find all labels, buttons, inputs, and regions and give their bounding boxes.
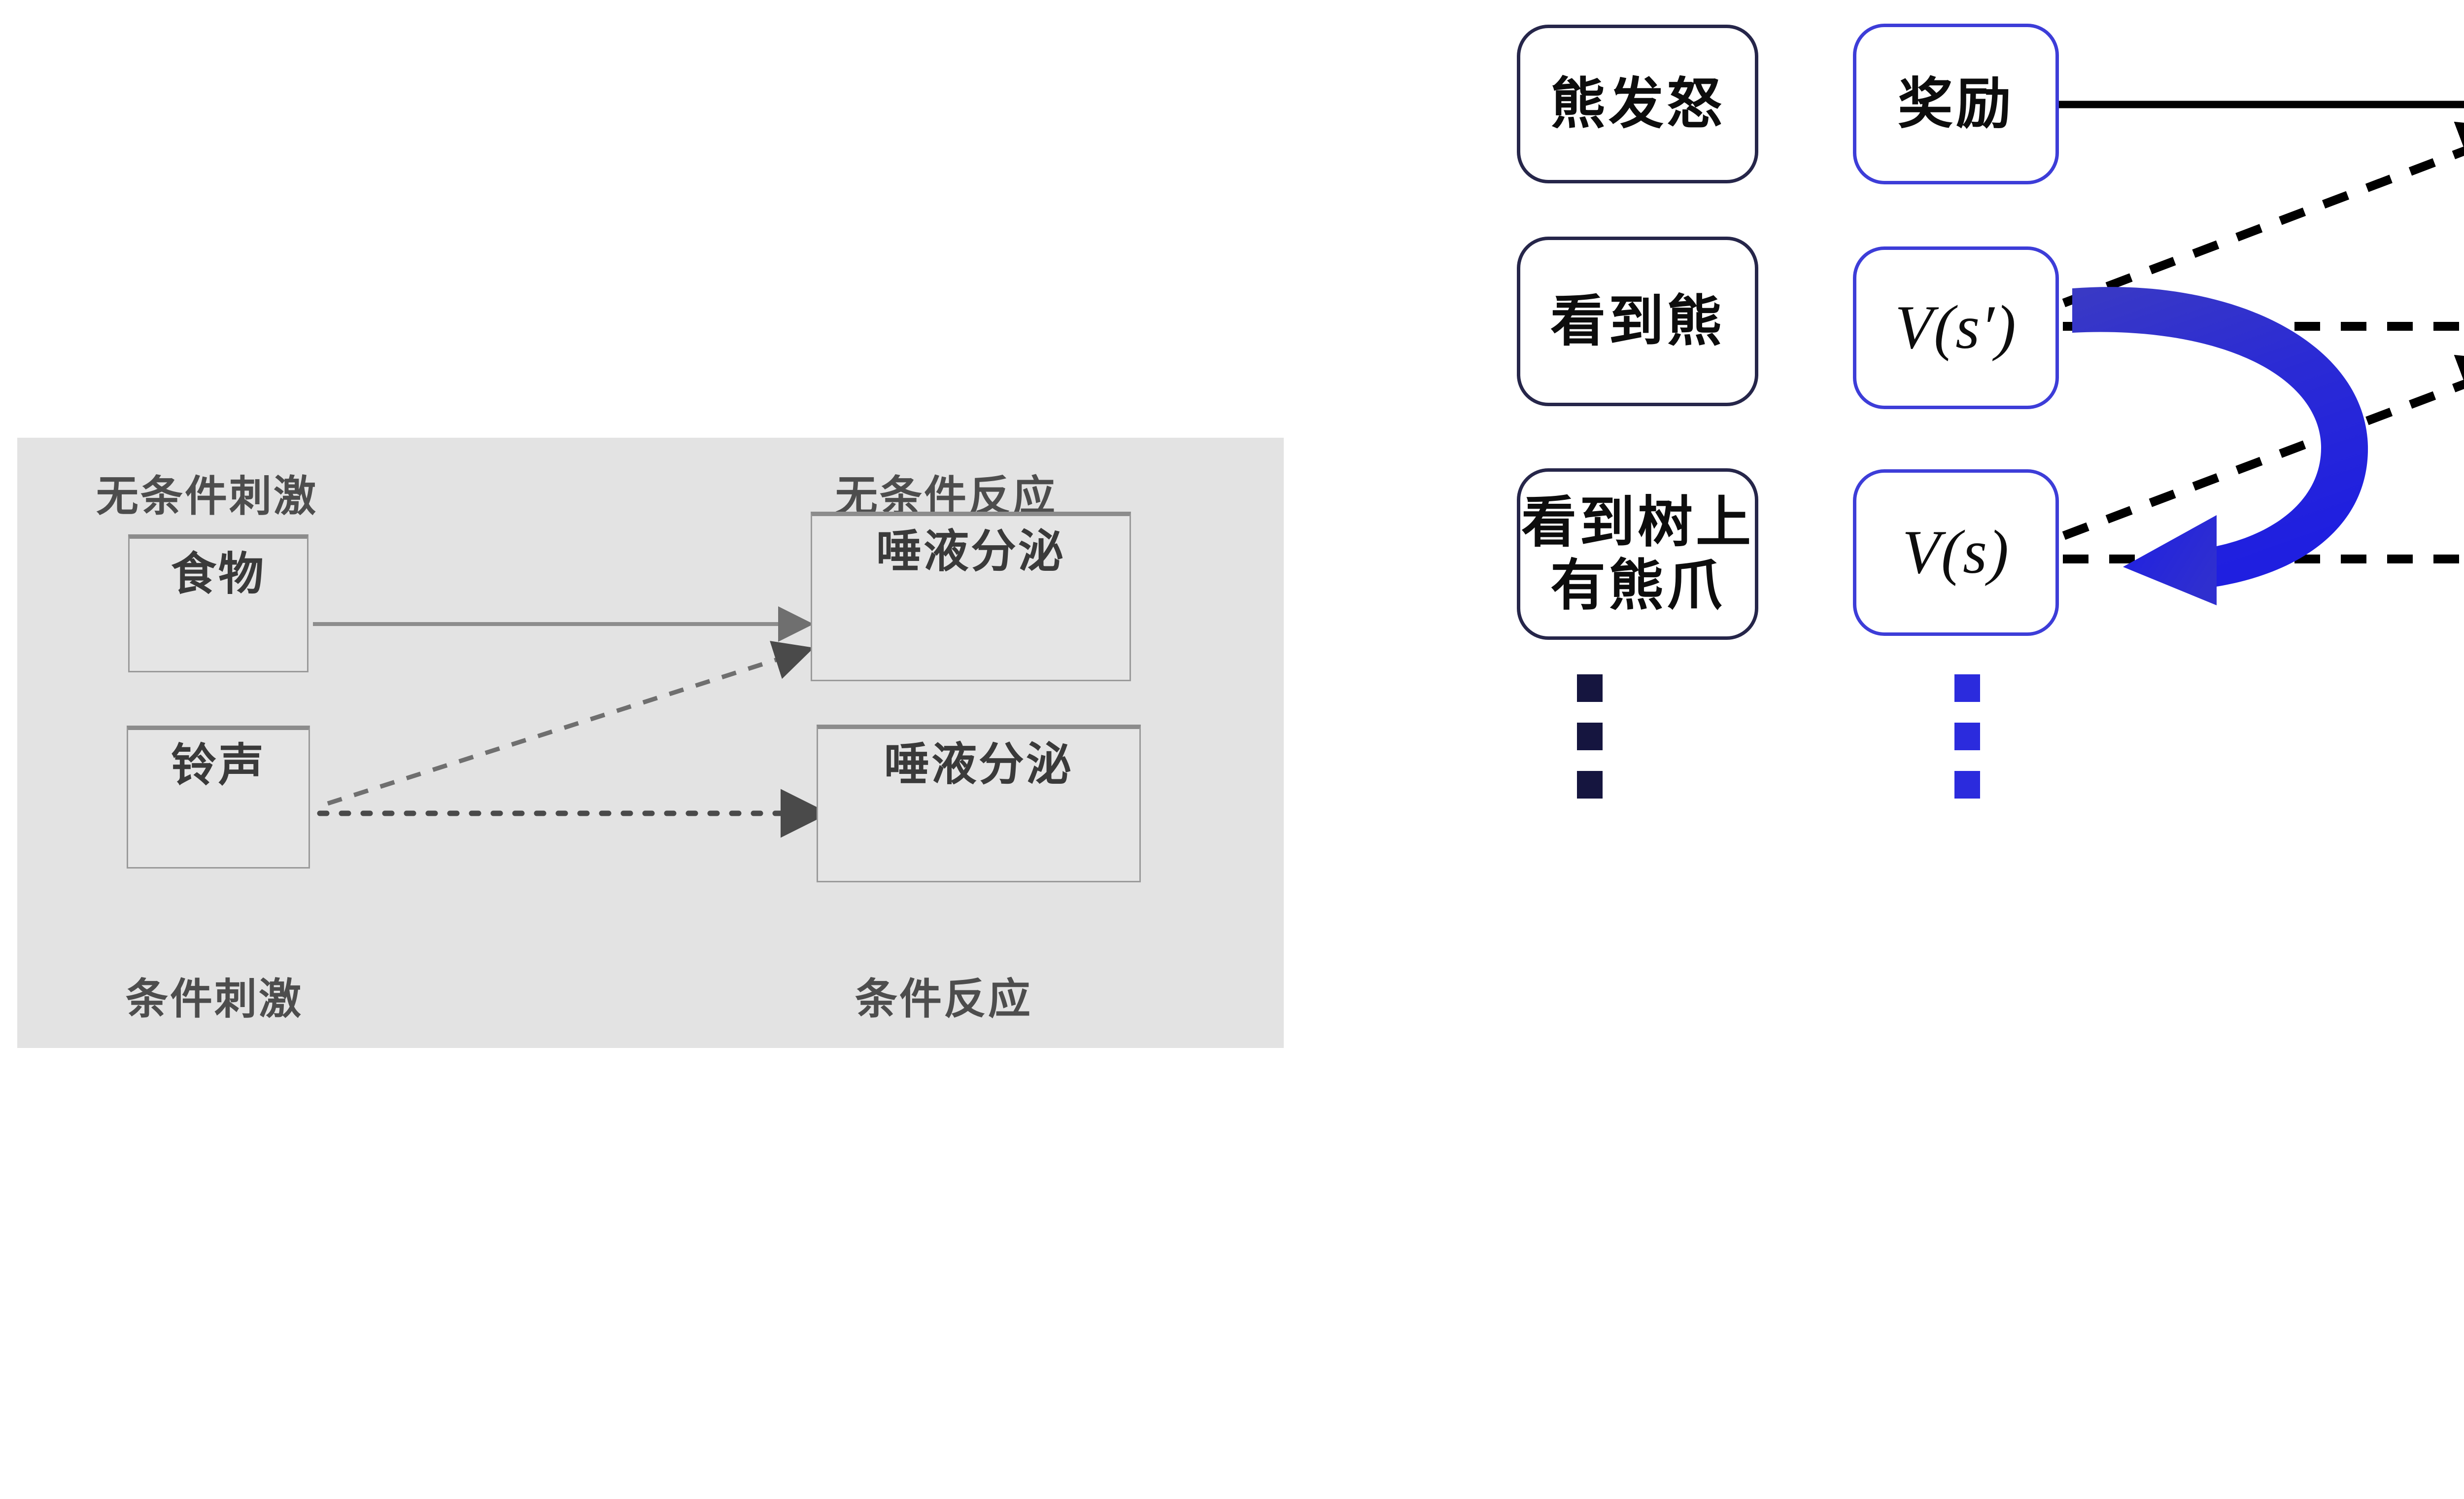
label-conditioned-stimulus: 条件刺激: [126, 976, 303, 1023]
ellipsis-dot: [1954, 723, 1980, 750]
cc-box-salivation-top: 唾液分泌: [811, 512, 1131, 681]
classical-conditioning-arrows: [313, 606, 829, 838]
rl-box-reward: 奖励: [1853, 24, 2059, 184]
rl-box-claw-on-tree-label: 看到树上 有熊爪: [1521, 491, 1754, 616]
rl-diagram-edges: [1959, 101, 2464, 605]
rl-box-see-bear: 看到熊: [1517, 237, 1758, 406]
rl-box-value-next-state-label: V(s′): [1895, 293, 2017, 362]
ellipsis-dot: [1577, 674, 1603, 702]
rl-box-bear-angry-label: 熊发怒: [1550, 73, 1725, 135]
rl-box-value-state-label: V(s): [1902, 518, 2010, 587]
label-conditioned-response: 条件反应: [855, 976, 1032, 1023]
label-unconditioned-stimulus: 无条件刺激: [96, 473, 318, 520]
rl-box-value-next-state: V(s′): [1853, 246, 2059, 409]
cc-box-salivation-bottom-label: 唾液分泌: [884, 739, 1073, 790]
rl-box-reward-label: 奖励: [1898, 73, 2014, 135]
rl-box-see-bear-label: 看到熊: [1550, 290, 1725, 352]
cc-box-food-label: 食物: [171, 549, 266, 599]
rl-value-propagation-diagram: 熊发怒 看到熊 看到树上 有熊爪 奖励 V(s′) V(s): [1429, 0, 2464, 1499]
classical-conditioning-panel: 无条件刺激 无条件反应 条件刺激 条件反应 食物 铃声 唾液分泌 唾液分泌: [17, 438, 1284, 1048]
ellipsis-dot: [1577, 723, 1603, 750]
rl-box-value-state: V(s): [1853, 469, 2059, 636]
vertical-ellipsis-left: [1577, 674, 1603, 799]
ellipsis-dot: [1577, 771, 1603, 799]
ellipsis-dot: [1954, 674, 1980, 702]
cc-box-salivation-top-label: 唾液分泌: [876, 526, 1065, 577]
cc-box-salivation-bottom: 唾液分泌: [817, 725, 1141, 882]
ellipsis-dot: [1954, 771, 1980, 799]
rl-box-claw-on-tree: 看到树上 有熊爪: [1517, 468, 1758, 640]
vertical-ellipsis-right: [1954, 674, 1980, 799]
feedback-loop-arrow: [2072, 287, 2368, 605]
rl-box-bear-angry: 熊发怒: [1517, 25, 1758, 183]
cc-box-food: 食物: [128, 534, 308, 672]
cc-box-bell: 铃声: [127, 726, 310, 869]
cc-box-bell-label: 铃声: [171, 740, 266, 791]
